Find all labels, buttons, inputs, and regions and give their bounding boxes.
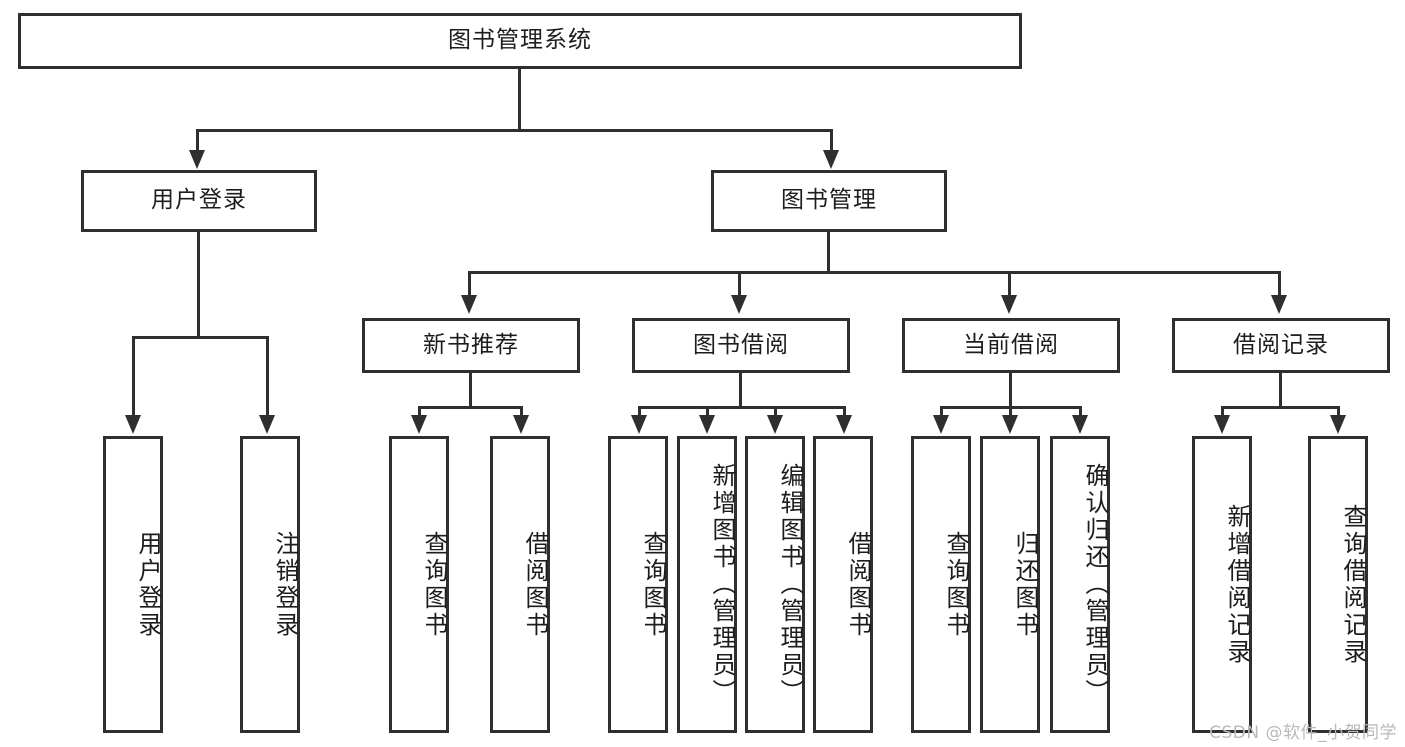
arrowhead-book-borrow: [731, 295, 747, 314]
connector-nb-to-leaf-2: [520, 406, 523, 416]
node-label: 查询借阅记录: [1339, 503, 1367, 666]
connector-current-borrow-stem: [1009, 373, 1012, 406]
arrowhead-nb-borrow-book: [513, 415, 529, 434]
connector-user-login-bus: [132, 336, 269, 339]
leaf-bb-add-book-admin[interactable]: 新增图书（管理员）: [677, 436, 737, 733]
node-label: 新书推荐: [423, 331, 519, 358]
connector-user-login-to-leaf-2: [266, 336, 269, 416]
connector-book-borrow-stem: [739, 373, 742, 406]
leaf-br-query-record[interactable]: 查询借阅记录: [1308, 436, 1368, 733]
node-label: 用户登录: [134, 530, 162, 639]
arrowhead-bb-add-book: [699, 415, 715, 434]
connector-user-login-to-leaf-1: [132, 336, 135, 416]
connector-bm-to-new-book: [468, 271, 471, 296]
arrowhead-br-query-record: [1330, 415, 1346, 434]
connector-root-stem: [518, 69, 521, 129]
node-current-borrow[interactable]: 当前借阅: [902, 318, 1120, 373]
connector-bb-to-leaf-2: [706, 406, 709, 416]
connector-new-book-stem: [469, 373, 472, 406]
leaf-bb-borrow-book[interactable]: 借阅图书: [813, 436, 873, 733]
connector-book-management-bus: [468, 271, 1281, 274]
connector-borrow-record-stem: [1279, 373, 1282, 406]
arrowhead-bb-edit-book: [767, 415, 783, 434]
node-label: 查询图书: [942, 530, 970, 639]
connector-cb-to-leaf-3: [1079, 406, 1082, 416]
connector-root-bus: [196, 129, 833, 132]
node-label: 借阅图书: [844, 530, 872, 639]
leaf-bb-edit-book-admin[interactable]: 编辑图书（管理员）: [745, 436, 805, 733]
arrowhead-bb-query-book: [631, 415, 647, 434]
connector-nb-to-leaf-1: [418, 406, 421, 416]
leaf-br-add-record[interactable]: 新增借阅记录: [1192, 436, 1252, 733]
arrowhead-br-add-record: [1214, 415, 1230, 434]
node-label: 确认归还（管理员）: [1081, 463, 1109, 706]
leaf-cb-return-book[interactable]: 归还图书: [980, 436, 1040, 733]
arrowhead-nb-query-book: [411, 415, 427, 434]
node-user-login[interactable]: 用户登录: [81, 170, 317, 232]
connector-bb-to-leaf-4: [843, 406, 846, 416]
node-label: 编辑图书（管理员）: [776, 463, 804, 706]
connector-br-to-leaf-2: [1337, 406, 1340, 416]
arrowhead-borrow-record: [1271, 295, 1287, 314]
arrowhead-leaf-logout: [259, 415, 275, 434]
csdn-watermark: CSDN @软件_小贺同学: [1209, 723, 1397, 743]
node-label: 查询图书: [639, 530, 667, 639]
arrowhead-book-management: [823, 150, 839, 169]
node-label: 新增图书（管理员）: [708, 463, 736, 706]
arrowhead-bb-borrow-book: [836, 415, 852, 434]
arrowhead-new-book-recommend: [461, 295, 477, 314]
node-label: 图书管理系统: [448, 27, 592, 54]
leaf-user-login[interactable]: 用户登录: [103, 436, 163, 733]
node-book-management[interactable]: 图书管理: [711, 170, 947, 232]
arrowhead-cb-return-book: [1002, 415, 1018, 434]
connector-bb-to-leaf-3: [774, 406, 777, 416]
arrowhead-leaf-user-login: [125, 415, 141, 434]
leaf-cb-confirm-return-admin[interactable]: 确认归还（管理员）: [1050, 436, 1110, 733]
node-new-book-recommend[interactable]: 新书推荐: [362, 318, 580, 373]
node-label: 当前借阅: [963, 331, 1059, 358]
connector-bm-to-record: [1278, 271, 1281, 296]
connector-user-login-stem: [197, 232, 200, 336]
leaf-cb-query-book[interactable]: 查询图书: [911, 436, 971, 733]
node-label: 查询图书: [420, 530, 448, 639]
connector-root-to-user-login: [196, 129, 199, 151]
node-label: 新增借阅记录: [1223, 503, 1251, 666]
node-label: 用户登录: [151, 187, 247, 214]
leaf-logout[interactable]: 注销登录: [240, 436, 300, 733]
connector-bb-to-leaf-1: [638, 406, 641, 416]
connector-bm-to-current: [1008, 271, 1011, 296]
connector-br-to-leaf-1: [1221, 406, 1224, 416]
node-root-book-management-system[interactable]: 图书管理系统: [18, 13, 1022, 69]
connector-cb-to-leaf-2: [1009, 406, 1012, 416]
arrowhead-cb-confirm-return: [1072, 415, 1088, 434]
arrowhead-cb-query-book: [933, 415, 949, 434]
connector-book-borrow-bus: [638, 406, 846, 409]
leaf-bb-query-book[interactable]: 查询图书: [608, 436, 668, 733]
arrowhead-current-borrow: [1001, 295, 1017, 314]
node-borrow-record[interactable]: 借阅记录: [1172, 318, 1390, 373]
connector-bm-to-borrow: [738, 271, 741, 296]
node-label: 借阅图书: [521, 530, 549, 639]
connector-borrow-record-bus: [1221, 406, 1340, 409]
arrowhead-user-login: [189, 150, 205, 169]
connector-cb-to-leaf-1: [940, 406, 943, 416]
connector-new-book-bus: [418, 406, 523, 409]
connector-root-to-book-management: [830, 129, 833, 151]
node-label: 归还图书: [1011, 530, 1039, 639]
node-label: 借阅记录: [1233, 331, 1329, 358]
node-label: 注销登录: [271, 530, 299, 639]
node-book-borrow[interactable]: 图书借阅: [632, 318, 850, 373]
node-label: 图书管理: [781, 187, 877, 214]
leaf-nb-borrow-book[interactable]: 借阅图书: [490, 436, 550, 733]
node-label: 图书借阅: [693, 331, 789, 358]
connector-book-management-stem: [827, 232, 830, 271]
leaf-nb-query-book[interactable]: 查询图书: [389, 436, 449, 733]
